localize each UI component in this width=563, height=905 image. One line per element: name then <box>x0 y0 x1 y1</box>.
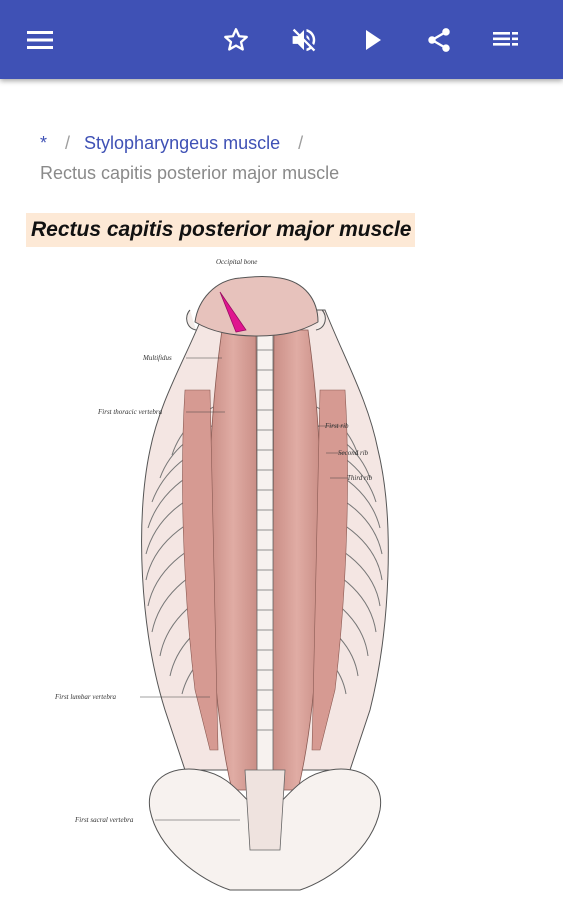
spine <box>256 329 274 791</box>
play-icon <box>362 28 384 52</box>
sacrum <box>244 769 286 851</box>
favorite-button[interactable] <box>216 20 256 60</box>
contents-button[interactable] <box>486 20 526 60</box>
star-icon <box>222 26 250 54</box>
breadcrumb: * / Stylopharyngeus muscle / Rectus capitis… <box>40 128 540 188</box>
breadcrumb-root-link[interactable]: * <box>40 133 48 153</box>
highlighted-muscle <box>219 291 247 333</box>
label-first-lumbar-vertebra: First lumbar vertebra <box>54 693 117 701</box>
label-third-rib: Third rib <box>347 474 373 482</box>
breadcrumb-current: Rectus capitis posterior major muscle <box>40 163 340 183</box>
anatomy-illustration: Occipital bone Multifidus First thoracic… <box>0 250 563 900</box>
longissimus-right <box>311 389 348 751</box>
article-title: Rectus capitis posterior major muscle <box>31 218 412 241</box>
app-bar <box>0 0 563 79</box>
menu-icon <box>26 29 54 51</box>
label-first-sacral-vertebra: First sacral vertebra <box>74 816 134 824</box>
label-occipital-bone: Occipital bone <box>216 258 257 266</box>
breadcrumb-separator: / <box>298 133 304 153</box>
leader-lines <box>140 357 348 821</box>
article-title-highlight: Rectus capitis posterior major muscle <box>26 213 416 247</box>
volume-off-icon <box>289 25 319 55</box>
back-muscles-figure: Occipital bone Multifidus First thoracic… <box>54 258 389 891</box>
play-button[interactable] <box>353 20 393 60</box>
vertebrae <box>257 349 273 731</box>
menu-button[interactable] <box>20 20 60 60</box>
occipital-bone <box>194 276 319 337</box>
label-first-rib: First rib <box>324 422 349 430</box>
longissimus-left <box>182 389 219 751</box>
label-first-thoracic-vertebra: First thoracic vertebra <box>97 408 163 416</box>
share-icon <box>425 26 453 54</box>
mastoid-right <box>315 309 326 331</box>
playlist-icon <box>492 29 520 51</box>
breadcrumb-parent-link[interactable]: Stylopharyngeus muscle <box>84 133 281 153</box>
label-second-rib: Second rib <box>338 449 369 457</box>
label-multifidus: Multifidus <box>142 354 172 362</box>
breadcrumb-separator: / <box>65 133 71 153</box>
mute-button[interactable] <box>284 20 324 60</box>
share-button[interactable] <box>419 20 459 60</box>
mastoid-left <box>186 309 197 331</box>
